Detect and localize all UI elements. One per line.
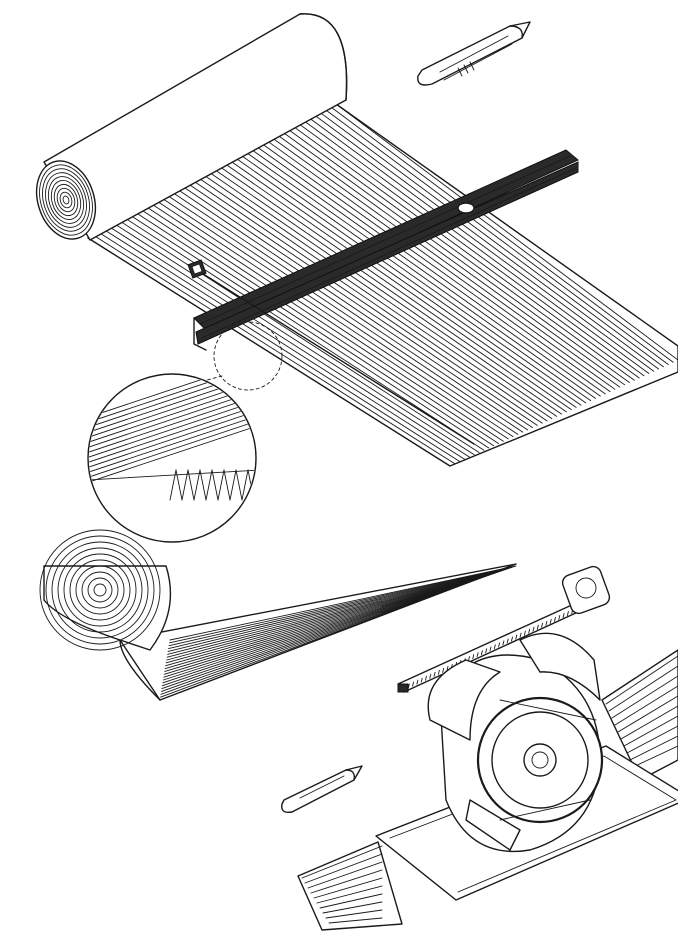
strip-right-lines [605,655,678,768]
roll-cross-section [39,529,172,651]
corrugated-sheet [87,103,678,467]
bottom-panel [39,529,678,931]
top-panel [35,13,678,543]
corrugated-sheet-bottom [119,563,517,701]
magnifier-detail-icon [87,321,283,543]
roll-spiral [39,164,93,236]
circular-saw-icon [427,632,604,853]
strip-left-lines [301,845,383,924]
profile-strip-icon [193,149,579,351]
bottom-flute-lines [159,565,517,701]
profile-strip-bottom [297,649,678,931]
utility-knife-icon [417,21,531,86]
sheet-flute-lines [87,103,678,467]
tape-line [187,259,475,445]
corrugated-roll-icon [35,13,348,241]
bottom-roll-spiral [39,529,161,651]
utility-knife-bottom-icon [281,765,363,814]
tape-measure-icon [397,565,611,693]
magnified-profile-lines [89,375,255,501]
